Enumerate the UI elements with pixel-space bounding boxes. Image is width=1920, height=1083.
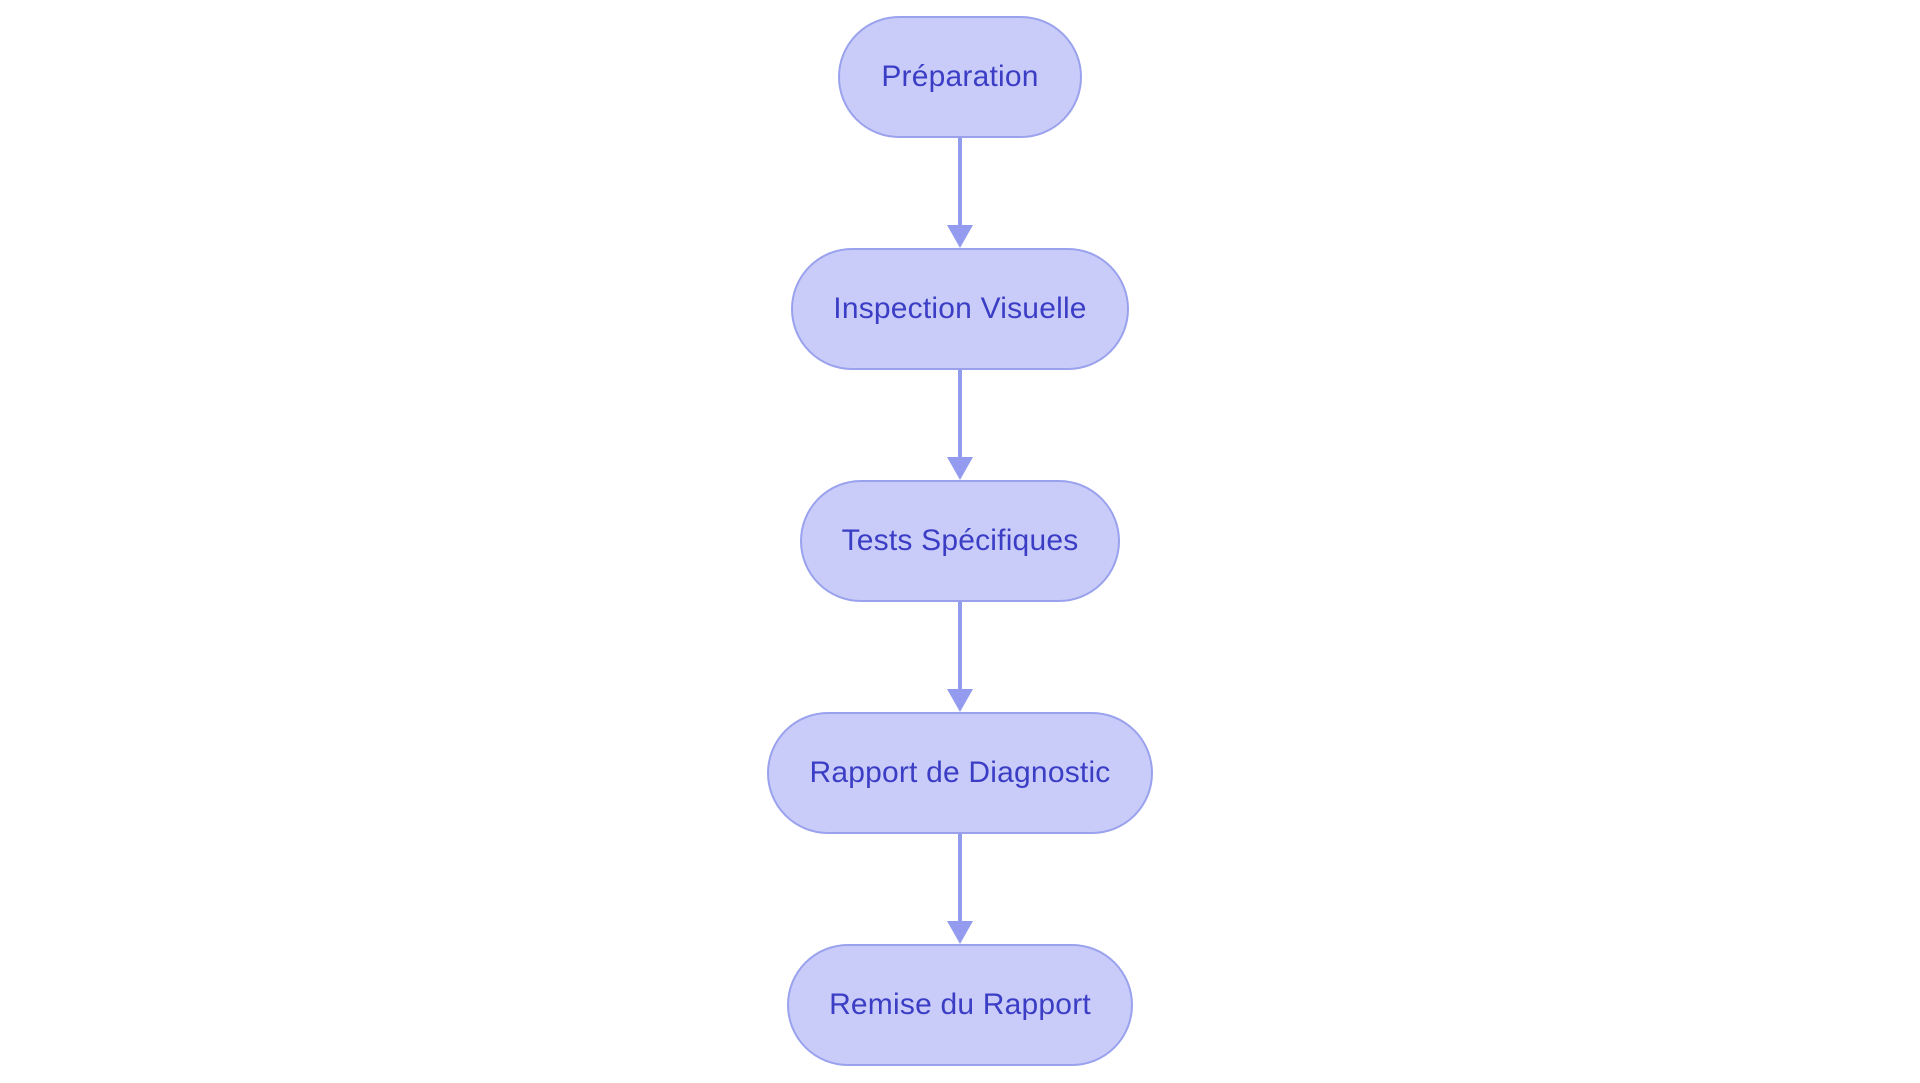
flow-node-label: Inspection Visuelle — [833, 292, 1087, 325]
arrow-line — [958, 602, 962, 691]
arrow-line — [958, 834, 962, 923]
flow-node-label: Tests Spécifiques — [841, 524, 1079, 557]
flow-arrow-1 — [946, 138, 974, 248]
flow-arrow-4 — [946, 834, 974, 944]
arrow-line — [958, 370, 962, 459]
flow-node-tests-specifiques: Tests Spécifiques — [799, 480, 1121, 602]
arrow-down-icon — [947, 225, 973, 248]
flow-node-label: Rapport de Diagnostic — [809, 756, 1111, 789]
flow-node-label: Préparation — [881, 60, 1039, 93]
flow-node-remise-du-rapport: Remise du Rapport — [787, 944, 1133, 1066]
flow-arrow-2 — [946, 370, 974, 480]
flow-node-preparation: Préparation — [838, 16, 1082, 138]
arrow-line — [958, 138, 962, 227]
flow-arrow-3 — [946, 602, 974, 712]
arrow-down-icon — [947, 921, 973, 944]
arrow-down-icon — [947, 689, 973, 712]
flow-node-label: Remise du Rapport — [829, 988, 1091, 1021]
flow-node-rapport-de-diagnostic: Rapport de Diagnostic — [767, 712, 1153, 834]
arrow-down-icon — [947, 457, 973, 480]
flow-node-inspection-visuelle: Inspection Visuelle — [791, 248, 1129, 370]
